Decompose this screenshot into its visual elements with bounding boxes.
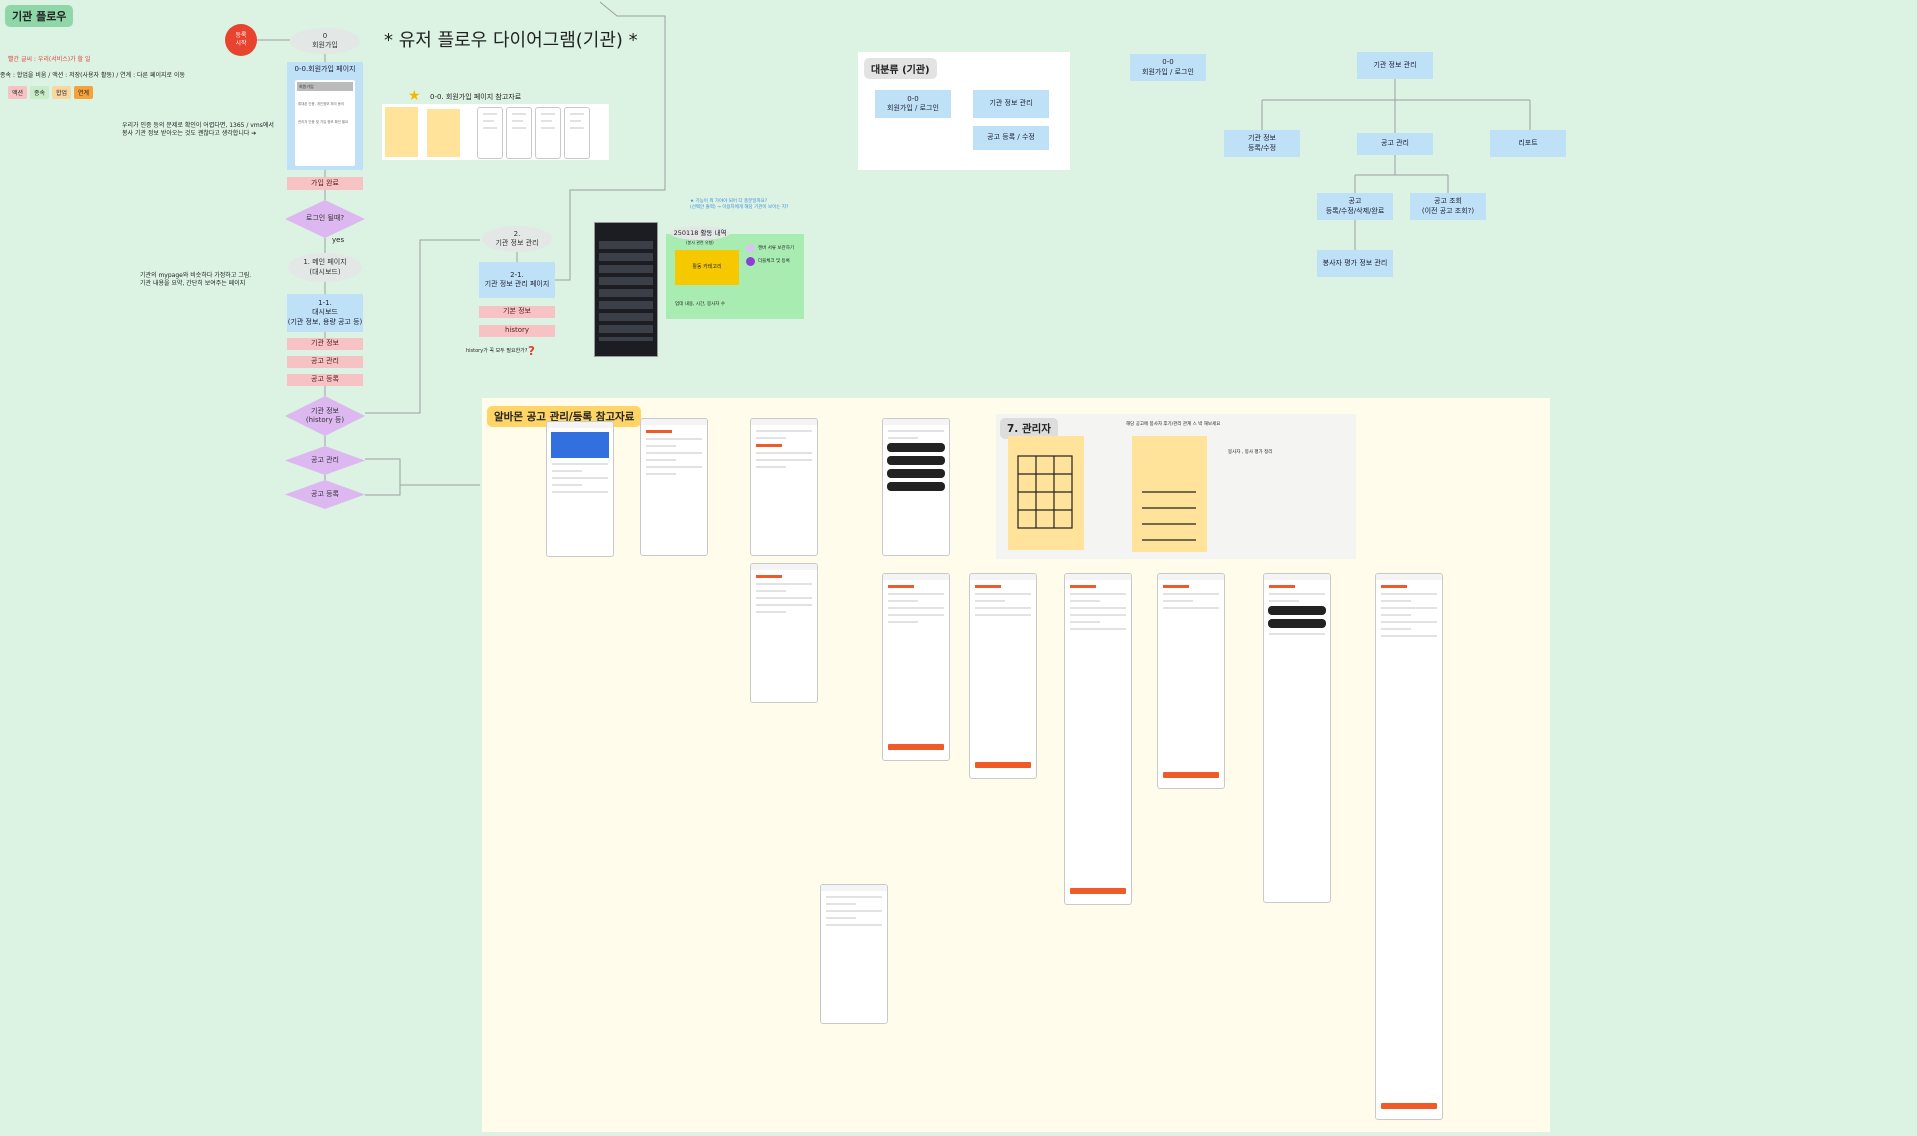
category-item-org: 기관 정보 관리 — [973, 90, 1049, 118]
activity-option-2: 더블체크 및 등록 — [758, 259, 790, 264]
question-mark-icon: ? — [528, 344, 535, 358]
admin-sketch-1 — [1008, 436, 1084, 550]
tree-post-manage: 공고 관리 — [1357, 133, 1433, 155]
admin-note: 해당 공고에 봉사자 후기/관리 관계 스 박 해보세요 — [1126, 422, 1221, 427]
category-item-post: 공고 등록 / 수정 — [973, 126, 1049, 150]
start-node: 등록 시작 — [225, 24, 257, 56]
activity-title: 250118 활동 내역 — [670, 226, 730, 240]
app-screen-step-4 — [1157, 573, 1225, 789]
admin-note-2: 봉사자 , 봉사 평가 정리 — [1228, 450, 1273, 455]
grid-sketch-icon — [1017, 455, 1073, 529]
flow-label-tag: 기관 플로우 — [5, 5, 74, 27]
tree-post-crud: 공고 등록/수정/삭제/완료 — [1317, 193, 1393, 220]
node-org-manage-page: 2-1. 기관 정보 관리 페이지 — [479, 262, 555, 298]
ref-screen-1 — [477, 107, 503, 159]
legend-chip-action: 액션 — [8, 86, 28, 99]
signup-card-line-2: 관리자 인증 및 가입 정보 확인 필요 — [298, 120, 349, 124]
activity-bottom-note: 업데 내용, 시간, 봉사자 수 — [675, 302, 725, 307]
activity-panel: 250118 활동 내역 (봉사 관련 유형) 활동 카테고리 캔버 서류 보관… — [666, 226, 804, 319]
signup-card-line-1: 휴대폰 인증, 개인정보 처리 동의 — [298, 102, 344, 106]
activity-option-1: 캔버 서류 보관하기 — [758, 246, 794, 251]
diagram-title: * 유저 플로우 다이어그램(기관) * — [384, 30, 638, 51]
activity-sticky: 활동 카테고리 — [675, 250, 739, 285]
label-yes: yes — [332, 236, 345, 244]
ref-sticky-2 — [427, 109, 460, 157]
app-screen-posts — [750, 418, 818, 556]
activity-blue-note: ★ 기능이 뭐 가야야 되어 다 충분일까요? (선택안 출력) → 이용자에게… — [690, 199, 789, 211]
app-screen-popup — [820, 884, 888, 1024]
app-screen-step-3 — [1064, 573, 1132, 905]
ref-screen-4 — [564, 107, 590, 159]
history-question: history가 꼭 모두 필요한가? — [466, 348, 528, 354]
app-screen-redacted — [882, 418, 950, 556]
note-mypage: 기관의 mypage와 비슷하다 가정하고 그림. 기관 내용을 요약, 간단히… — [140, 272, 252, 288]
node-signup: 0 회원가입 — [290, 28, 360, 54]
signup-page-box: 0-0.회원가입 페이지 회원가입 휴대폰 인증, 개인정보 처리 동의 관리자… — [287, 62, 363, 170]
tree-volunteer-eval: 봉사자 평가 정보 관리 — [1317, 250, 1393, 277]
node-org-manage: 2. 기관 정보 관리 — [482, 226, 552, 252]
option-dot-2-icon — [746, 257, 755, 266]
legend-chip-merge: 합업 — [52, 86, 72, 99]
admin-title: 7. 관리자 — [1000, 418, 1058, 439]
tree-root: 기관 정보 관리 — [1357, 52, 1433, 79]
app-screen-step-1 — [882, 573, 950, 761]
item-org-info: 기관 정보 — [287, 338, 363, 350]
app-screen-step-5 — [1263, 573, 1331, 903]
app-screen-step-6 — [1375, 573, 1443, 1120]
activity-phone-screenshot — [594, 222, 658, 357]
ref-screen-3 — [535, 107, 561, 159]
node-main-page: 1. 메인 페이지 (대시보드) — [288, 253, 362, 282]
admin-sketch-2 — [1132, 436, 1207, 552]
option-dot-1-icon — [746, 244, 755, 253]
category-panel: 대분류 (기관) 0-0 회원가입 / 로그인 기관 정보 관리 공고 등록 /… — [858, 52, 1070, 170]
admin-panel: 7. 관리자 해당 공고에 봉사자 후기/관리 관계 스 박 해보세요 봉사자 … — [996, 414, 1356, 559]
star-icon: ★ — [408, 88, 421, 104]
ref-sticky-1 — [385, 107, 418, 157]
legend-note-red: 빨간 글씨 : 우리(서비스)가 할 일 — [8, 56, 91, 63]
legend-chip-link: 연계 — [74, 86, 94, 99]
legend-chip-dependent: 종속 — [30, 86, 50, 99]
app-screen-step-2 — [969, 573, 1037, 779]
signup-card-title: 회원가입 — [297, 82, 353, 92]
activity-subtitle: (봉사 관련 유형) — [686, 240, 714, 245]
item-post-manage: 공고 관리 — [287, 356, 363, 368]
category-title: 대분류 (기관) — [864, 58, 937, 79]
ref-signup-images — [382, 104, 609, 160]
ref-screen-2 — [506, 107, 532, 159]
signup-card: 회원가입 휴대폰 인증, 개인정보 처리 동의 관리자 인증 및 가입 정보 확… — [295, 80, 355, 166]
item-basic-info: 기본 정보 — [479, 306, 555, 318]
legend-note-types: 종속 : 합업을 비움 / 액션 : 저장(사용자 활동) / 연계 : 다른 … — [0, 72, 186, 79]
app-screen-register-type — [750, 563, 818, 703]
tree-login: 0-0 회원가입 / 로그인 — [1130, 54, 1206, 81]
tree-report: 리포트 — [1490, 130, 1566, 157]
ref-signup-label: 0-0. 회원가입 페이지 참고자료 — [430, 93, 522, 101]
app-screen-menu — [640, 418, 708, 556]
node-join-done: 가입 완료 — [287, 177, 363, 190]
signup-page-title: 0-0.회원가입 페이지 — [294, 65, 356, 74]
node-dashboard: 1-1. 대시보드 (기관 정보, 용량 공고 등) — [287, 294, 363, 332]
note-external-data: 우리가 인증 등의 문제로 확인이 어렵다면, 1365 / vms에서 봉사 … — [122, 122, 274, 138]
item-history: history — [479, 325, 555, 337]
lines-sketch-icon — [1142, 491, 1196, 541]
tree-post-view: 공고 조회 (이전 공고 조회?) — [1410, 193, 1486, 220]
item-post-register: 공고 등록 — [287, 374, 363, 386]
category-item-login: 0-0 회원가입 / 로그인 — [875, 90, 951, 118]
app-screen-home — [546, 421, 614, 557]
tree-org-info: 기관 정보 등록/수정 — [1224, 130, 1300, 157]
